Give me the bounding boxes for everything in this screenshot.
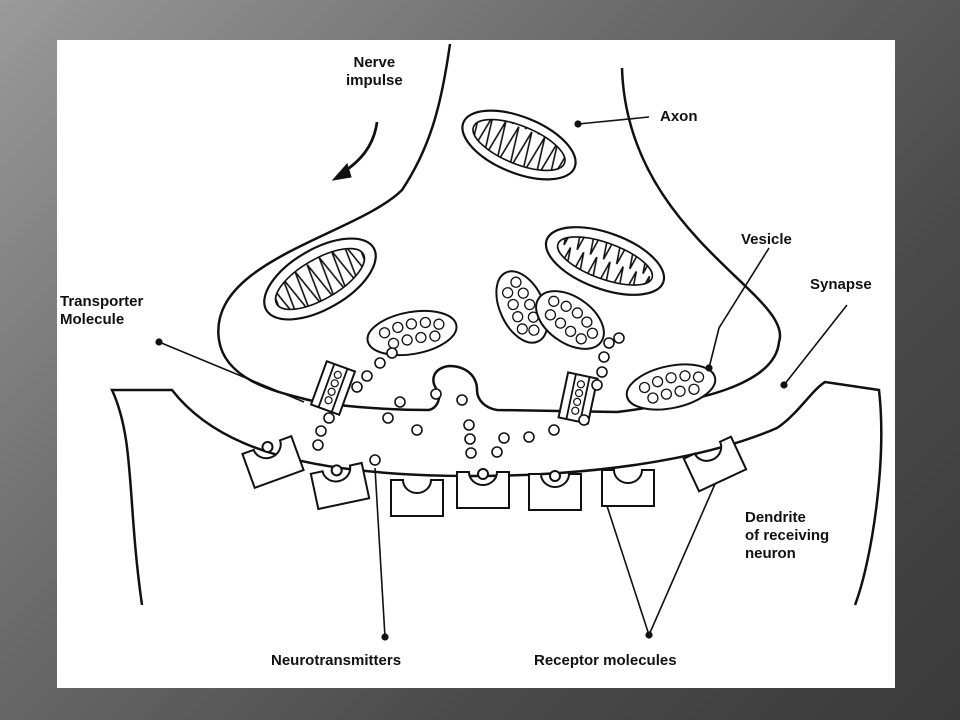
receptor-leader-line-left bbox=[606, 505, 650, 636]
mitochondrion-left bbox=[263, 237, 377, 321]
dendrite-label-line-1: Dendrite bbox=[745, 509, 806, 526]
nerve-impulse-label: Nerve impulse bbox=[346, 54, 403, 90]
transporter-molecule-right bbox=[557, 371, 599, 425]
axon-label: Axon bbox=[660, 108, 698, 125]
receptor-6 bbox=[601, 469, 655, 507]
dendrite-label: Dendrite of receiving neuron bbox=[745, 509, 829, 563]
neurotransmitters-leader-line bbox=[374, 467, 386, 638]
synapse-leader-line bbox=[783, 304, 848, 386]
vesicle-left bbox=[366, 309, 458, 357]
neurotransmitters-label: Neurotransmitters bbox=[271, 652, 402, 669]
dendrite-label-line-3: neuron bbox=[745, 545, 796, 562]
transporter-leader-line bbox=[158, 341, 305, 403]
receptor-5 bbox=[528, 470, 582, 511]
receptor-1 bbox=[241, 434, 305, 490]
transporter-molecule-left bbox=[309, 359, 357, 417]
receptor-3 bbox=[390, 479, 444, 517]
nerve-impulse-label-line-2: impulse bbox=[346, 72, 403, 89]
receptor-2 bbox=[309, 461, 371, 511]
vesicle-leader-line bbox=[708, 247, 770, 369]
vesicle-label: Vesicle bbox=[741, 231, 792, 248]
transporter-label-line-2: Molecule bbox=[60, 311, 125, 328]
dendrite-label-line-2: of receiving bbox=[745, 527, 830, 544]
slide-panel: Nerve impulse Axon Vesicle Synapse Trans… bbox=[57, 40, 895, 688]
synapse-diagram bbox=[110, 43, 883, 641]
mitochondrion-top bbox=[461, 109, 577, 181]
receptor-molecules-label: Receptor molecules bbox=[534, 652, 677, 669]
receptor-molecules bbox=[241, 434, 748, 517]
receptor-7 bbox=[682, 435, 748, 493]
receptor-4 bbox=[456, 468, 510, 509]
synapse-label: Synapse bbox=[810, 276, 872, 293]
neurotransmitter-dots bbox=[312, 332, 625, 466]
receptor-leader-line-right bbox=[648, 483, 716, 636]
transporter-molecule-label: Transporter Molecule bbox=[60, 293, 143, 329]
nerve-impulse-label-line-1: Nerve bbox=[353, 54, 396, 71]
dendrite-membrane bbox=[110, 380, 883, 606]
axon-terminal-membrane bbox=[217, 43, 782, 414]
vesicle-right bbox=[625, 363, 717, 411]
vesicle-center-2 bbox=[535, 290, 605, 350]
mitochondrion-right bbox=[544, 226, 666, 296]
transporter-label-line-1: Transporter bbox=[60, 293, 144, 310]
axon-leader-line bbox=[577, 116, 650, 125]
